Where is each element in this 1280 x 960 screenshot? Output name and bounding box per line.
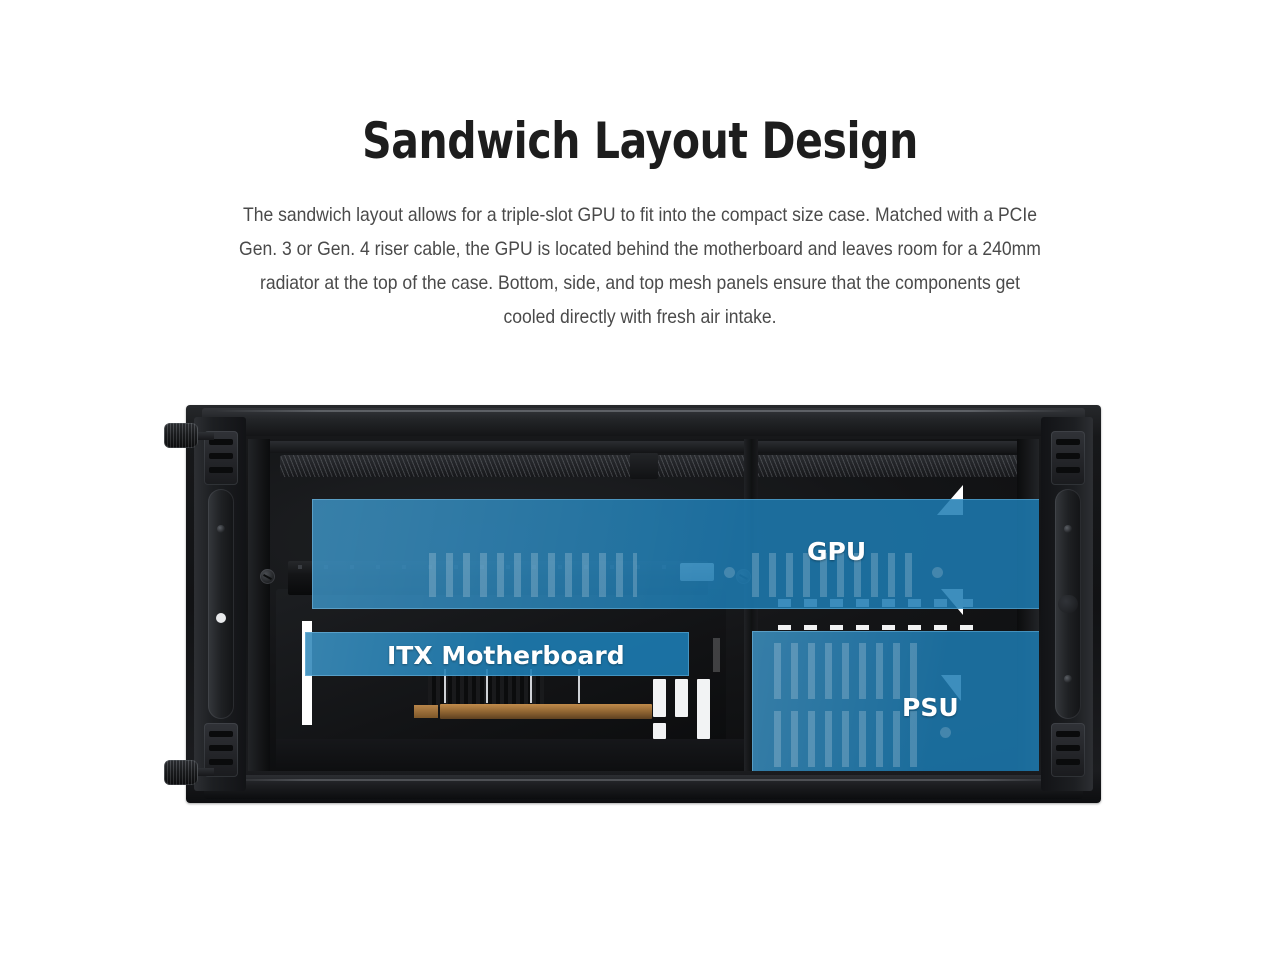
rail-hole <box>216 613 226 623</box>
psu-vent-dash-row <box>778 625 1008 630</box>
gpu-fins <box>429 553 637 597</box>
thumbscrew-top-left[interactable] <box>164 423 198 448</box>
lid-highlight <box>216 410 1071 412</box>
vent-center-bracket <box>629 453 658 479</box>
case-interior: GPU ITX Motherboard PSU <box>248 439 1039 771</box>
overlay-psu: PSU <box>752 631 1039 771</box>
left-panel-rail <box>208 489 234 719</box>
riser-pin <box>444 669 446 703</box>
psu-standoff <box>940 727 951 738</box>
thumbscrew-stem <box>196 432 214 440</box>
psu-fins <box>774 711 926 767</box>
riser-pin <box>578 669 580 703</box>
rail-screw-icon <box>1064 675 1072 683</box>
rear-io-slots-icon <box>653 679 723 739</box>
riser-pin <box>486 669 488 703</box>
pcie-riser-slot-icon <box>440 704 652 719</box>
overlay-gloss <box>312 499 1039 609</box>
vent-clip-icon <box>1051 431 1085 485</box>
overlay-gpu: GPU <box>312 499 1039 609</box>
gpu-fins <box>752 553 916 597</box>
overlay-itx-motherboard: ITX Motherboard <box>305 632 727 676</box>
gpu-standoff <box>724 567 735 578</box>
interior-left-rail <box>248 439 270 771</box>
gpu-standoff <box>932 567 943 578</box>
overlay-label-gpu: GPU <box>807 537 867 566</box>
bottom-highlight <box>220 779 1067 781</box>
tray-shadow <box>276 739 746 771</box>
bottom-panel <box>204 775 1083 799</box>
rail-screw-icon <box>217 525 225 533</box>
interior-top-rail <box>256 441 1031 453</box>
page-description: The sandwich layout allows for a triple-… <box>239 204 1041 328</box>
psu-fins <box>774 643 926 699</box>
overlay-label-itx: ITX Motherboard <box>387 641 625 670</box>
riser-pin <box>530 669 532 703</box>
thumbscrew-bottom-left[interactable] <box>164 760 198 785</box>
rail-grip <box>1058 595 1078 613</box>
case-diagram: GPU ITX Motherboard PSU <box>164 405 1101 803</box>
thumbscrew-stem <box>196 768 214 776</box>
top-lid-panel <box>202 408 1085 436</box>
itx-fin <box>713 638 727 672</box>
pcie-slot-latch <box>414 705 438 718</box>
vent-clip-icon <box>204 431 238 485</box>
overlay-label-psu: PSU <box>902 693 959 722</box>
vent-clip-icon <box>1051 723 1085 777</box>
right-side-panel <box>1041 417 1093 791</box>
rail-screw-icon <box>1064 525 1072 533</box>
page-title: Sandwich Layout Design <box>362 112 918 170</box>
chassis-screw <box>260 569 275 584</box>
left-side-panel <box>194 417 246 791</box>
right-panel-rail <box>1055 489 1081 719</box>
